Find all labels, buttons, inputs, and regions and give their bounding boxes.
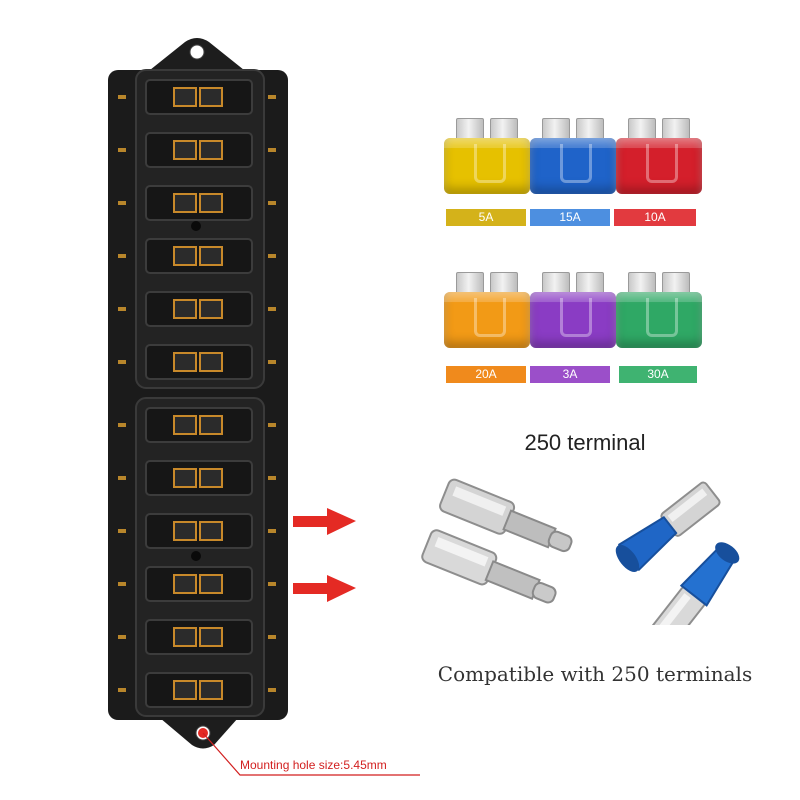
slot-contact [199, 193, 223, 213]
block-screw-hole [191, 221, 201, 231]
mounting-hole-caption: Mounting hole size:5.45mm [240, 758, 387, 772]
side-terminal-pin [268, 688, 276, 692]
fuse-5a [442, 118, 532, 198]
slot-contact [199, 415, 223, 435]
slot-contact [199, 299, 223, 319]
slot-contact [199, 680, 223, 700]
side-terminal-pin [268, 254, 276, 258]
fuse-30a [614, 272, 704, 352]
slot-contact [173, 521, 197, 541]
fuse-rating-label: 30A [619, 366, 697, 383]
slot-contact [173, 627, 197, 647]
side-terminal-pin [118, 476, 126, 480]
slot-contact [173, 680, 197, 700]
fuse-rating-label: 3A [530, 366, 610, 383]
slot-contact [199, 627, 223, 647]
side-terminal-pin [268, 148, 276, 152]
fuse-15a [528, 118, 618, 198]
fuse-rating-label: 15A [530, 209, 610, 226]
slot-contact [173, 87, 197, 107]
fuse-20a [442, 272, 532, 352]
side-terminal-pin [118, 254, 126, 258]
slot-contact [173, 140, 197, 160]
fuse-10a [614, 118, 704, 198]
slot-contact [173, 193, 197, 213]
side-terminal-pin [118, 688, 126, 692]
slot-contact [173, 299, 197, 319]
slot-contact [199, 246, 223, 266]
compatibility-caption: Compatible with 250 terminals [437, 662, 753, 686]
arrow-right-icon [293, 508, 356, 535]
slot-contact [199, 574, 223, 594]
side-terminal-pin [268, 201, 276, 205]
bare-terminals-image [421, 478, 573, 604]
side-terminal-pin [118, 201, 126, 205]
block-screw-hole [191, 551, 201, 561]
side-terminal-pin [268, 476, 276, 480]
side-terminal-pin [268, 529, 276, 533]
slot-contact [173, 415, 197, 435]
slot-contact [199, 87, 223, 107]
side-terminal-pin [118, 95, 126, 99]
arrow-right-icon [293, 575, 356, 602]
side-terminal-pin [268, 582, 276, 586]
slot-contact [199, 352, 223, 372]
side-terminal-pin [118, 423, 126, 427]
side-terminal-pin [118, 582, 126, 586]
slot-contact [173, 352, 197, 372]
side-terminal-pin [118, 148, 126, 152]
side-terminal-pin [118, 529, 126, 533]
side-terminal-pin [268, 95, 276, 99]
terminal-heading: 250 terminal [524, 430, 646, 455]
mount-callout-line [202, 732, 420, 776]
side-terminal-pin [118, 307, 126, 311]
side-terminal-pin [268, 635, 276, 639]
side-terminal-pin [268, 307, 276, 311]
insulated-terminals-image [615, 481, 740, 625]
fuse-rating-label: 20A [446, 366, 526, 383]
side-terminal-pin [118, 635, 126, 639]
fuse-3a [528, 272, 618, 352]
top-mounting-hole [189, 44, 205, 60]
slot-contact [173, 246, 197, 266]
fuse-rating-label: 5A [446, 209, 526, 226]
slot-contact [199, 140, 223, 160]
slot-contact [173, 574, 197, 594]
side-terminal-pin [268, 423, 276, 427]
side-terminal-pin [118, 360, 126, 364]
slot-contact [199, 468, 223, 488]
fuse-rating-label: 10A [614, 209, 696, 226]
slot-contact [199, 521, 223, 541]
slot-contact [173, 468, 197, 488]
side-terminal-pin [268, 360, 276, 364]
